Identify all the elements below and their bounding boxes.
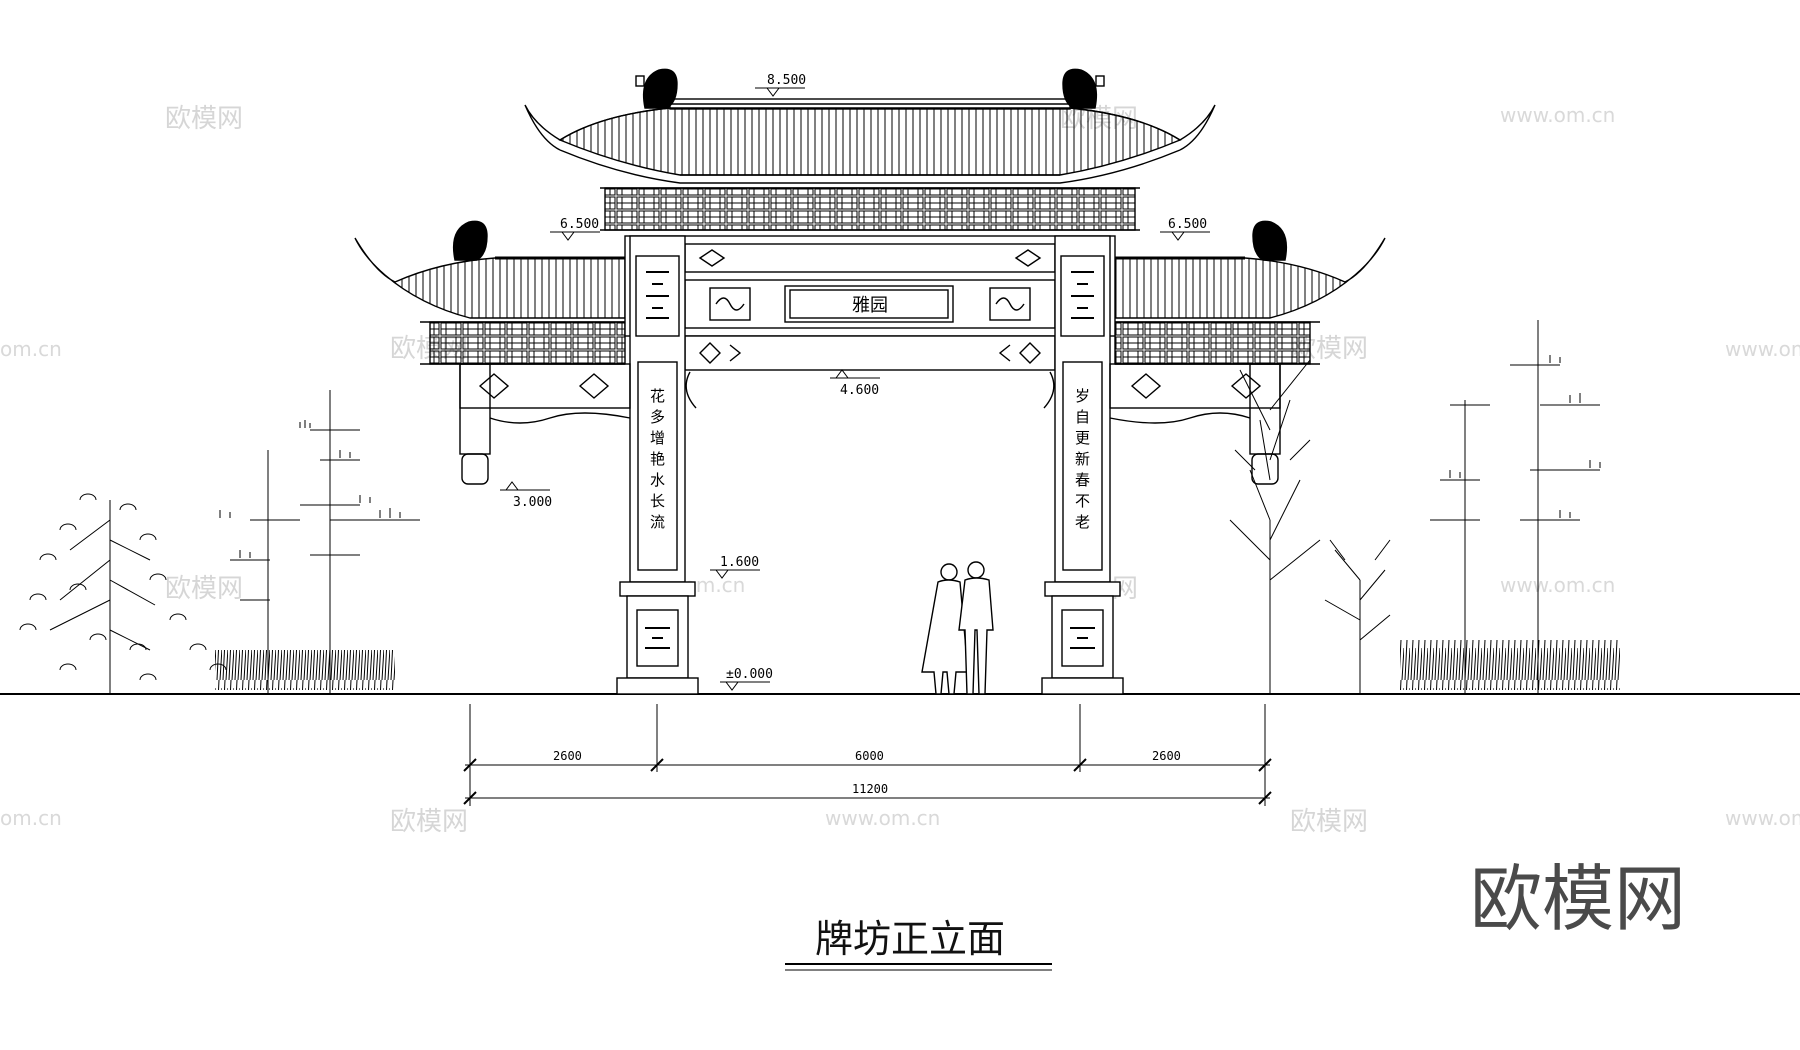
plaque-text: 雅园 [852,295,888,316]
watermark: 欧模网 [165,104,243,134]
dimension-lines [463,704,1272,806]
left-trees [215,390,420,694]
right-trees [1229,320,1620,694]
drawing-title: 牌坊正立面 [815,917,1005,961]
watermark: 欧模网 [1290,807,1368,837]
watermark: 欧模网 [165,574,243,604]
brand-logo: 欧模网 [1470,857,1686,941]
elevation-label: 3.000 [513,495,552,510]
couplet-right: 岁自更新春不老 [1073,388,1091,535]
dimension-label: 2600 [553,749,582,763]
elevation-label: 8.500 [767,73,806,88]
watermark: om.cn [0,337,62,361]
watermark: www.om.cn [1500,103,1615,127]
left-side-roof [354,220,626,365]
name-plaque [784,285,954,323]
left-shrub [19,493,227,694]
elevation-label: 4.600 [840,383,879,398]
watermark: www.om.cn [1725,806,1800,830]
right-side-roof [1114,220,1386,365]
watermark: www.om.cn [1725,337,1800,361]
dimension-label: 6000 [855,749,884,763]
main-roof [524,68,1216,231]
elevation-label: 6.500 [1168,217,1207,232]
watermark: www.om.cn [1500,573,1615,597]
dimension-label: 11200 [852,782,888,796]
gateway-structure [459,235,1281,695]
elevation-label: 1.600 [720,555,759,570]
elevation-markers [500,87,1210,691]
human-figures [921,561,994,695]
dimension-label: 2600 [1152,749,1181,763]
watermark: 欧模网 [390,807,468,837]
watermark: om.cn [0,806,62,830]
watermark: www.om.cn [825,806,940,830]
couplet-left: 花多增艳水长流 [648,388,666,535]
elevation-label: 6.500 [560,217,599,232]
elevation-label: ±0.000 [726,667,773,682]
